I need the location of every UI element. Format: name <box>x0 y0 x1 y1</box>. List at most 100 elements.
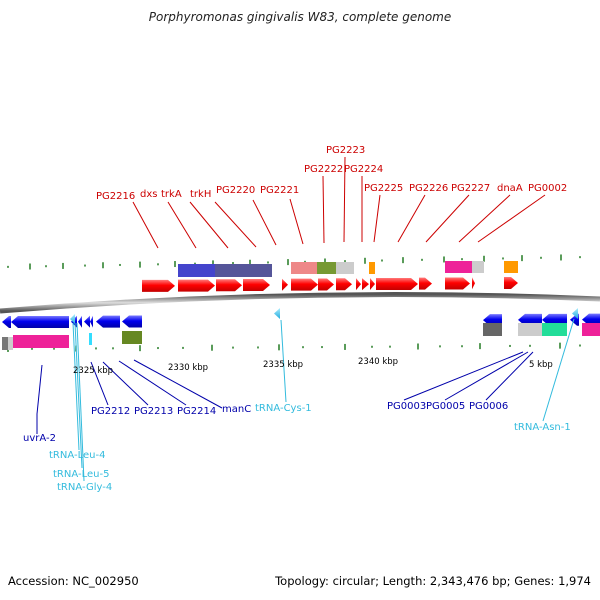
gene-label: tRNA-Leu-5 <box>53 469 109 480</box>
gene-label: PG2220 <box>216 185 255 196</box>
function-block <box>472 261 484 273</box>
reverse-function-blocks <box>2 323 600 350</box>
function-block <box>582 323 600 336</box>
leader-line <box>214 201 257 248</box>
function-block <box>215 264 242 277</box>
gene-arrow <box>84 315 90 328</box>
gene-arrow <box>78 315 82 328</box>
gene-arrow <box>472 277 475 290</box>
gene-label: PG0005 <box>426 401 465 412</box>
leader-line <box>132 201 159 249</box>
leader-line <box>458 194 511 243</box>
function-block <box>317 262 336 274</box>
leader-line <box>74 322 83 469</box>
gene-arrow <box>445 277 470 290</box>
forward-function-blocks <box>178 261 518 277</box>
leader-line <box>373 194 381 243</box>
function-block <box>518 323 542 336</box>
scale-label: 2340 kbp <box>358 357 398 367</box>
tick-row-bottom <box>7 342 581 352</box>
leader-line <box>403 351 524 401</box>
leader-line <box>72 322 80 451</box>
leader-line <box>280 319 287 403</box>
gene-arrow <box>542 313 567 326</box>
gene-label: PG2213 <box>134 406 173 417</box>
gene-label: uvrA-2 <box>23 433 56 444</box>
gene-label: PG2226 <box>409 183 448 194</box>
gene-label: PG0003 <box>387 401 426 412</box>
function-block <box>2 337 8 350</box>
leader-line <box>189 201 229 249</box>
gene-arrow <box>70 314 75 324</box>
scale-label: 5 kbp <box>529 360 553 370</box>
gene-arrow <box>336 278 352 291</box>
gene-label: manC <box>222 404 251 415</box>
leader-line <box>36 364 43 434</box>
forward-gene-track <box>142 276 518 292</box>
gene-label: trkA <box>161 189 182 200</box>
gene-label: PG2214 <box>177 406 216 417</box>
leader-line <box>343 156 346 243</box>
function-block <box>336 262 354 274</box>
scale-label: 2330 kbp <box>168 363 208 373</box>
function-block <box>242 264 272 277</box>
scale-label: 2335 kbp <box>263 360 303 370</box>
gene-label: trkH <box>190 189 211 200</box>
gene-arrow <box>376 277 418 290</box>
gene-arrow <box>362 278 369 291</box>
leader-line <box>167 201 197 249</box>
function-block <box>122 331 142 344</box>
gene-arrow <box>243 279 270 292</box>
gene-arrow <box>142 279 175 292</box>
topology-label: Topology: circular; Length: 2,343,476 bp… <box>275 574 591 588</box>
gene-arrow <box>356 278 361 291</box>
function-block <box>369 262 375 274</box>
leader-line <box>477 194 546 243</box>
function-block <box>504 261 518 273</box>
gene-arrow <box>90 315 93 328</box>
gene-arrow <box>11 315 69 328</box>
function-block <box>8 337 13 350</box>
genome-backbone <box>0 292 600 314</box>
leader-line <box>90 361 109 406</box>
gene-arrow <box>582 313 600 326</box>
function-block <box>89 333 92 345</box>
gene-label: PG2225 <box>364 183 403 194</box>
gene-arrow <box>291 278 318 291</box>
genome-title: Porphyromonas gingivalis W83, complete g… <box>148 10 452 24</box>
function-block <box>542 323 567 336</box>
gene-arrow <box>370 278 375 291</box>
label-leader-lines <box>36 156 575 482</box>
leader-line <box>542 318 575 422</box>
gene-label: tRNA-Asn-1 <box>514 422 571 433</box>
gene-label: tRNA-Leu-4 <box>49 450 105 461</box>
gene-label: tRNA-Gly-4 <box>57 482 112 493</box>
gene-arrow <box>318 278 334 291</box>
leader-line <box>289 198 304 245</box>
function-block <box>178 264 215 277</box>
leader-line <box>252 199 277 246</box>
function-block <box>445 261 472 273</box>
gene-arrow <box>504 276 518 289</box>
gene-label: PG2221 <box>260 185 299 196</box>
gene-arrow <box>2 315 11 328</box>
gene-label: PG2223 <box>326 145 365 156</box>
leader-line <box>425 194 470 243</box>
leader-line <box>133 359 223 409</box>
gene-label: PG0006 <box>469 401 508 412</box>
gene-arrow <box>216 279 242 292</box>
leader-line <box>397 194 426 243</box>
gene-label: PG2227 <box>451 183 490 194</box>
gene-arrow <box>282 278 288 291</box>
function-block <box>13 335 69 348</box>
leader-line <box>102 361 149 406</box>
leader-line <box>76 322 85 482</box>
gene-arrow <box>419 277 432 290</box>
gene-label: PG0002 <box>528 183 567 194</box>
gene-label: PG2224 <box>344 164 383 175</box>
accession-label: Accession: NC_002950 <box>8 574 139 588</box>
gene-label: tRNA-Cys-1 <box>255 403 312 414</box>
function-block <box>483 323 502 336</box>
